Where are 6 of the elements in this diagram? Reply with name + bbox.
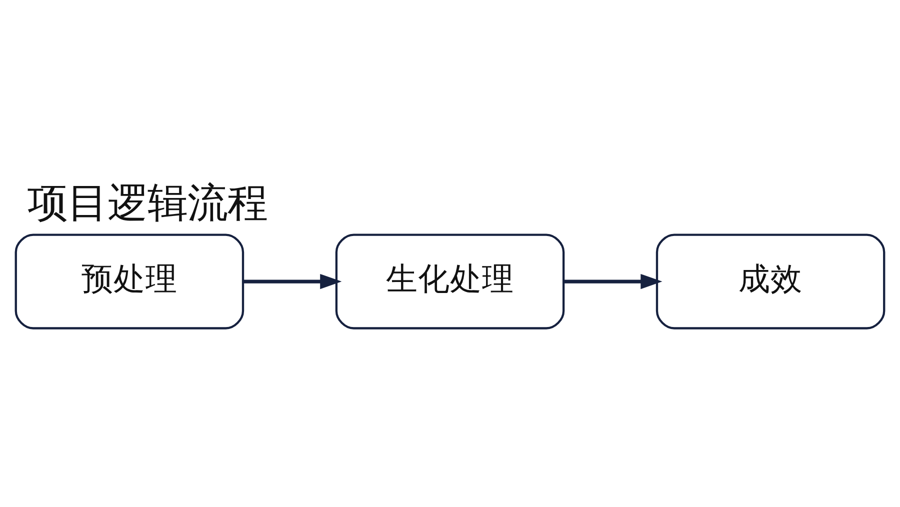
node-box: 预处理 <box>14 234 244 330</box>
node-box: 成效 <box>656 234 886 330</box>
arrow <box>564 274 662 290</box>
diagram-title: 项目逻辑流程 <box>27 180 268 227</box>
arrow <box>243 274 342 290</box>
node-box: 生化处理 <box>335 234 565 330</box>
